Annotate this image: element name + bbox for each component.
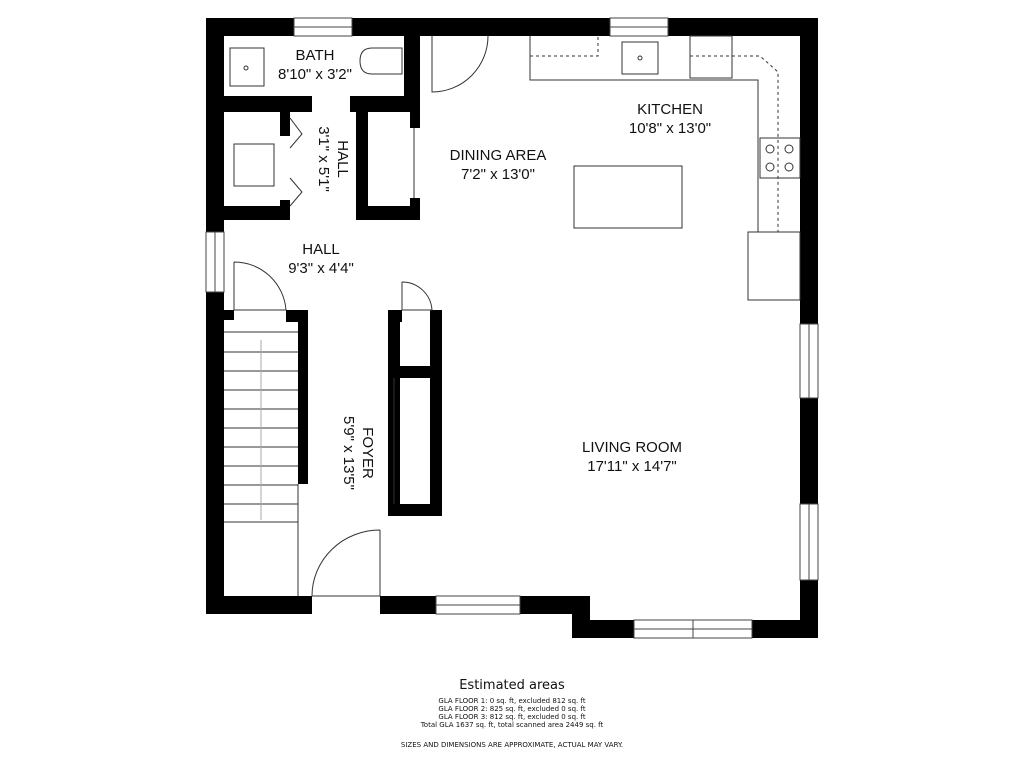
- room-label-kitchen: KITCHEN 10'8" x 13'0": [628, 101, 712, 137]
- room-label-living-room: LIVING ROOM 17'11" x 14'7": [581, 439, 682, 475]
- room-label-hall-upper: HALL 3'1" x 5'1": [315, 126, 351, 192]
- windows: [205, 17, 819, 639]
- stairs: [224, 331, 298, 523]
- room-label-hall-lower: HALL 9'3" x 4'4": [288, 241, 354, 277]
- disclaimer: SIZES AND DIMENSIONS ARE APPROXIMATE, AC…: [400, 741, 624, 749]
- room-label-foyer: FOYER 5'9" x 13'5": [340, 416, 376, 490]
- walls: [206, 18, 818, 638]
- room-label-bath: BATH 8'10" x 3'2": [278, 47, 352, 83]
- estimated-areas-title: Estimated areas: [459, 678, 565, 693]
- estimated-areas-lines: GLA FLOOR 1: 0 sq. ft, excluded 812 sq. …: [420, 697, 604, 729]
- room-label-dining-area: DINING AREA 7'2" x 13'0": [449, 147, 547, 183]
- fixtures: [224, 35, 801, 597]
